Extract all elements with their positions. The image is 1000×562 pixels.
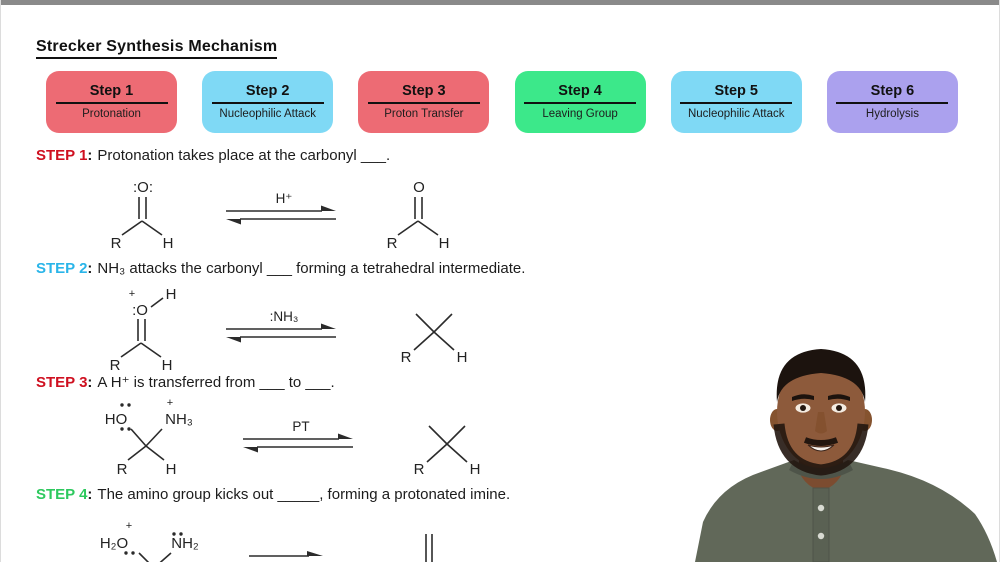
step1-label: STEP 1 [36, 147, 88, 164]
reaction-scheme-step3: HO + NH₃ R H PT R H [105, 397, 481, 478]
step-card-4: Step 4 Leaving Group [514, 71, 646, 133]
step-card-5: Step 5 Nucleophilic Attack [670, 71, 802, 133]
step-card-subtitle: Nucleophilic Attack [219, 108, 316, 121]
atom-label-r: R [414, 461, 425, 478]
step-card-subtitle: Nucleophilic Attack [687, 108, 785, 121]
shirt-button [817, 532, 825, 540]
molecule-hydroxy-ammonium: HO + NH₃ R H [105, 397, 193, 478]
charge-plus: + [167, 397, 173, 409]
arrow-label-h-plus: H⁺ [276, 191, 293, 206]
window-top-bar [1, 0, 999, 5]
atom-label-r: R [401, 349, 412, 366]
molecule-aldehyde-lonepairs: :O: R H [111, 179, 174, 248]
presenter-eyebrow [792, 394, 814, 401]
caption-colon: : [87, 374, 93, 391]
atom-label-h: H [166, 461, 177, 478]
step-card-6: Step 6 Hydrolysis [826, 71, 958, 133]
shirt-placket [812, 487, 830, 562]
reaction-scheme-step1: :O: R H H⁺ O R H [111, 179, 450, 248]
presenter-beard [773, 423, 869, 476]
atom-label-h: H [162, 357, 173, 370]
charge-plus: + [129, 288, 135, 300]
step-card-subtitle: Proton Transfer [384, 108, 464, 121]
charge-plus: + [126, 520, 132, 532]
molecule-protonated-carbonyl: + :O H R H [110, 286, 177, 370]
step3-caption-text: A H⁺ is transferred from ___ to ___. [97, 374, 335, 391]
atom-label-r: R [387, 235, 398, 248]
reaction-scheme-step4: + H₂O NH₂ [100, 520, 433, 562]
step1-caption: STEP 1:Protonation takes place at the ca… [36, 147, 390, 164]
molecule-aldehyde: O R H [387, 179, 450, 248]
atom-label-o: :O [132, 302, 148, 319]
step2-caption: STEP 2:NH₃ attacks the carbonyl ___ form… [36, 260, 525, 277]
step2-label: STEP 2 [36, 260, 88, 277]
equilibrium-arrow: PT [243, 419, 353, 453]
step-card-2: Step 2 Nucleophilic Attack [202, 71, 334, 133]
step-card-subtitle: Protonation [82, 108, 141, 121]
imine-double-bond-partial [425, 534, 433, 562]
shirt-button [817, 504, 825, 512]
atom-label-h: H [470, 461, 481, 478]
step3-label: STEP 3 [36, 374, 88, 391]
atom-label-o: :O: [133, 179, 153, 196]
card-divider [55, 102, 168, 105]
presenter-mustache [803, 437, 839, 446]
step-card-title: Step 5 [714, 82, 758, 99]
presenter-mouth [807, 444, 835, 452]
step4-label: STEP 4 [36, 486, 88, 503]
presenter-shirt [695, 460, 997, 562]
card-divider [836, 102, 949, 105]
step-card-3: Step 3 Proton Transfer [358, 71, 490, 133]
atom-label-nh3: NH₃ [165, 411, 193, 428]
molecule-tetrahedral-partial: R H [414, 425, 481, 478]
presenter-pupil [836, 405, 842, 411]
equilibrium-arrow: H⁺ [226, 191, 336, 225]
step-card-title: Step 2 [245, 82, 290, 99]
step3-caption: STEP 3:A H⁺ is transferred from ___ to _… [36, 373, 335, 391]
card-divider [211, 102, 324, 105]
atom-label-r: R [111, 235, 122, 248]
forward-arrow [249, 551, 323, 557]
card-divider [524, 102, 637, 105]
presenter-hair [776, 349, 866, 402]
caption-colon: : [87, 147, 93, 164]
step-card-title: Step 1 [89, 82, 134, 99]
step2-caption-text: NH₃ attacks the carbonyl ___ forming a t… [97, 260, 526, 277]
page-title: Strecker Synthesis Mechanism [36, 38, 278, 59]
caption-colon: : [87, 486, 93, 503]
molecule-oxocarbenium-amine: + H₂O NH₂ [100, 520, 199, 562]
atom-label-h: H [439, 235, 450, 248]
arrow-label-pt: PT [292, 419, 309, 434]
reaction-scheme-step2: + :O H R H :NH₃ R H [110, 286, 468, 370]
step-card-subtitle: Hydrolysis [865, 108, 919, 121]
arrow-label-nh3: :NH₃ [270, 309, 299, 324]
atom-label-h: H [457, 349, 468, 366]
presenter-eyebrow [828, 394, 850, 401]
step-card-1: Step 1 Protonation [46, 71, 177, 133]
atom-label-r: R [110, 357, 121, 370]
card-divider [680, 102, 793, 105]
step-card-title: Step 6 [870, 82, 915, 99]
presenter-nose [815, 412, 827, 434]
presenter-pupil [800, 405, 806, 411]
caption-colon: : [87, 260, 93, 277]
step-card-subtitle: Leaving Group [542, 108, 618, 121]
step-card-title: Step 3 [402, 82, 446, 99]
step1-caption-text: Protonation takes place at the carbonyl … [97, 147, 391, 164]
atom-label-ho: HO [105, 411, 128, 428]
molecule-tetrahedral-partial: R H [401, 313, 468, 366]
step4-caption-text: The amino group kicks out _____, forming… [97, 486, 511, 503]
equilibrium-arrow: :NH₃ [226, 309, 336, 343]
presenter [695, 349, 997, 562]
card-divider [367, 102, 480, 105]
atom-label-r: R [117, 461, 128, 478]
step-cards-row: Step 1 Protonation Step 2 Nucleophilic A… [46, 71, 958, 133]
atom-label-h: H [163, 235, 174, 248]
atom-label-h2o: H₂O [100, 535, 128, 552]
step-card-title: Step 4 [558, 82, 602, 99]
atom-label-o: O [413, 179, 425, 196]
atom-label-nh2: NH₂ [171, 535, 199, 552]
atom-label-h: H [166, 286, 177, 303]
step4-caption: STEP 4:The amino group kicks out _____, … [36, 486, 510, 503]
